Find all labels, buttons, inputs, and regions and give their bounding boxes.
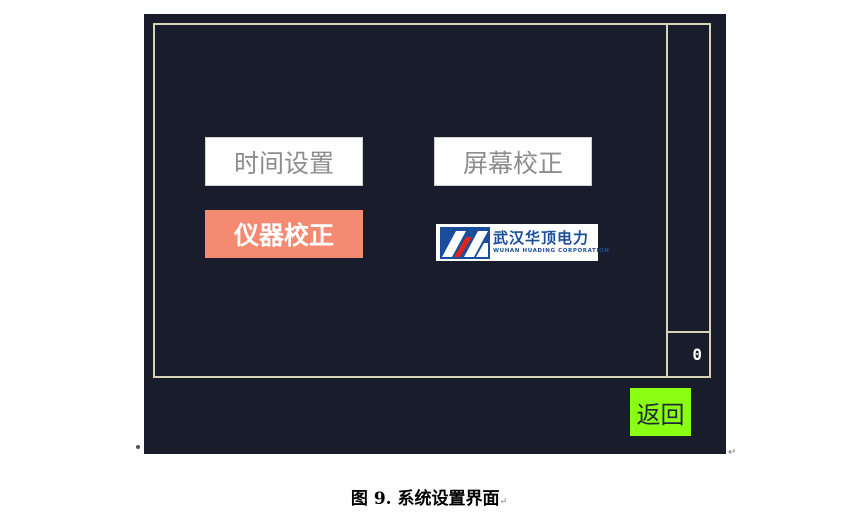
logo-name-cn: 武汉华顶电力 — [493, 229, 590, 247]
time-setting-button[interactable]: 时间设置 — [205, 137, 363, 186]
back-button[interactable]: 返回 — [630, 388, 691, 436]
paragraph-mark-icon: ↵ — [499, 497, 508, 507]
company-logo: 武汉华顶电力 WUHAN HUADING CORPORATION — [436, 224, 609, 261]
figure-caption: 图 9. 系统设置界面↵ — [0, 484, 858, 509]
device-screen: 0 时间设置 屏幕校正 仪器校正 武汉华顶电力 WUHAN HUADING CO… — [144, 14, 726, 454]
logo-name-en: WUHAN HUADING CORPORATION — [493, 248, 610, 254]
side-panel-divider — [668, 331, 709, 333]
screen-calibration-button[interactable]: 屏幕校正 — [434, 137, 592, 186]
bullet-dot — [136, 445, 140, 449]
paragraph-mark-icon: ↵ — [728, 447, 737, 458]
main-frame — [153, 23, 711, 378]
huading-logo-icon — [440, 226, 490, 259]
instrument-calibration-button[interactable]: 仪器校正 — [205, 210, 363, 258]
figure-caption-text: 图 9. 系统设置界面 — [350, 489, 500, 509]
counter-value: 0 — [692, 345, 702, 364]
side-panel: 0 — [666, 23, 711, 378]
